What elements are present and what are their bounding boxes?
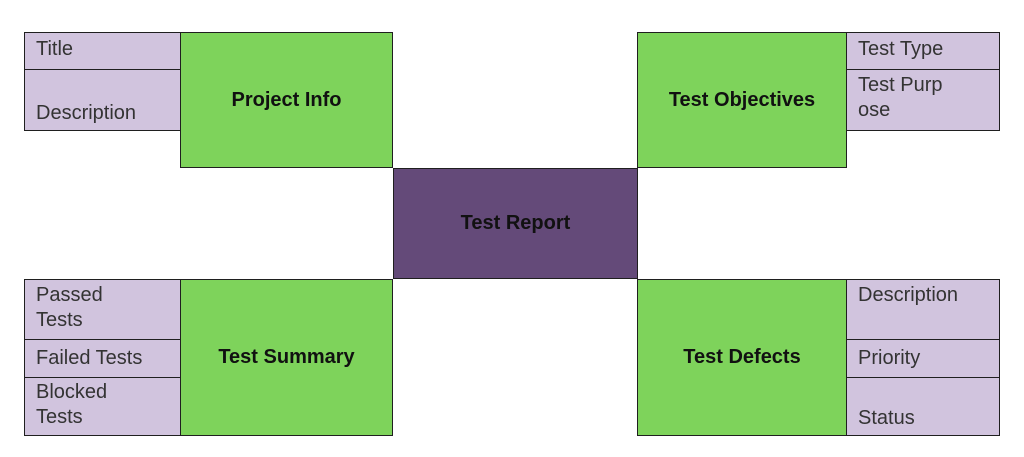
test-objectives-item-test-type: Test Type — [846, 32, 1000, 70]
node-test-summary-label: Test Summary — [218, 346, 355, 368]
test-defects-item-description: Description — [846, 279, 1000, 340]
test-defects-item-status: Status — [846, 377, 1000, 436]
center-node-test-report: Test Report — [393, 168, 638, 279]
test-summary-item-blocked-tests: Blocked Tests — [24, 377, 181, 436]
node-test-defects-label: Test Defects — [683, 346, 801, 368]
node-test-defects: Test Defects — [637, 279, 847, 436]
project-info-item-description: Description — [24, 69, 181, 131]
node-test-objectives: Test Objectives — [637, 32, 847, 168]
project-info-item-title: Title — [24, 32, 181, 70]
node-test-objectives-label: Test Objectives — [668, 88, 816, 111]
node-test-summary: Test Summary — [180, 279, 393, 436]
center-node-label: Test Report — [460, 212, 571, 234]
test-summary-item-passed-tests: Passed Tests — [24, 279, 181, 340]
node-project-info-label: Project Info — [231, 88, 342, 111]
test-objectives-item-test-purpose: Test Purpose — [846, 69, 1000, 131]
test-summary-item-failed-tests: Failed Tests — [24, 339, 181, 378]
test-defects-item-priority: Priority — [846, 339, 1000, 378]
node-project-info: Project Info — [180, 32, 393, 168]
